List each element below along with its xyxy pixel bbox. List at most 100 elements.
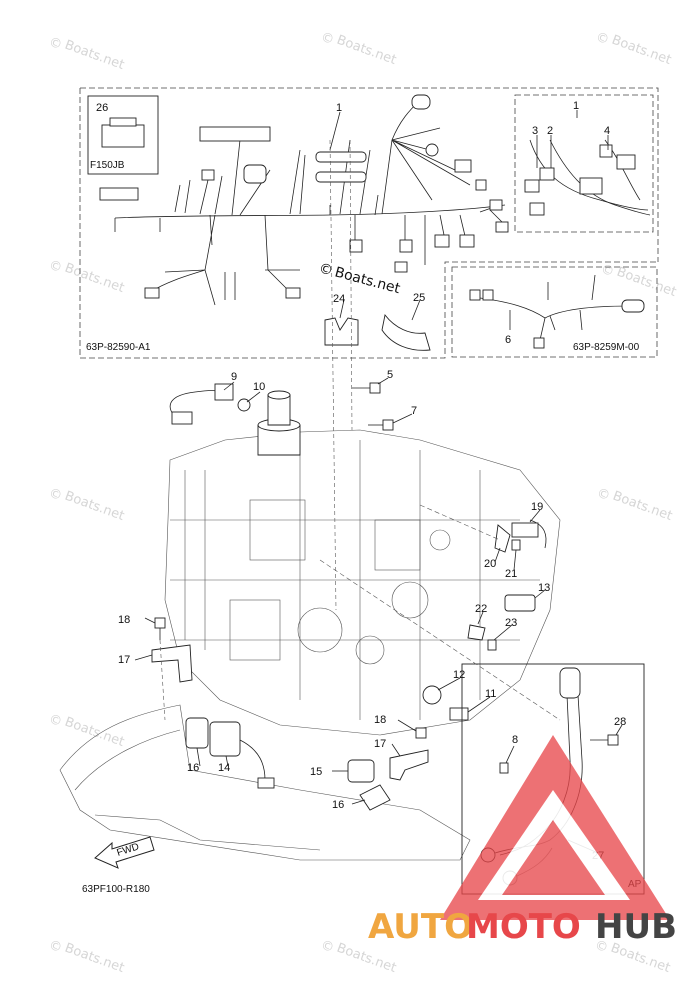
bracket-17-right	[389, 749, 429, 781]
watermark: ©	[594, 30, 611, 49]
part-label: 21	[505, 568, 517, 580]
sensor-connector	[475, 179, 487, 191]
bracket-20	[494, 524, 511, 553]
center-watermark-copyright: ©	[317, 260, 335, 279]
bracket-22	[467, 624, 486, 641]
figure-code: 63PF100-R180	[82, 884, 150, 895]
connector	[539, 167, 555, 181]
part-label: 6	[505, 334, 511, 346]
part-label: 16	[332, 799, 344, 811]
watermark: Boats.net	[63, 715, 127, 750]
part-label: 7	[411, 405, 417, 417]
harness-connector	[99, 187, 139, 201]
sub-harness-2	[469, 274, 645, 349]
part-label: 12	[453, 669, 465, 681]
bolt-23	[487, 639, 497, 651]
bolt-7	[382, 419, 394, 431]
connector	[616, 154, 636, 170]
part-label: 11	[485, 688, 496, 700]
ecu-connector	[199, 126, 271, 142]
engine-block	[59, 390, 561, 861]
sensor-11	[449, 707, 469, 721]
connector	[599, 144, 613, 158]
part-label: 26	[96, 102, 108, 114]
relay-14-plug	[257, 777, 275, 789]
watermark: ©	[47, 486, 64, 505]
connector	[482, 289, 494, 301]
sensor-9-body	[214, 383, 234, 401]
sensor-9-plug	[171, 411, 193, 425]
sensor-connector	[425, 143, 439, 157]
watermark: ©	[47, 258, 64, 277]
watermark: ©	[47, 938, 64, 957]
part-label: 10	[253, 381, 265, 393]
bolt-8	[499, 762, 509, 774]
watermark: ©	[319, 30, 336, 49]
sensor-connector	[243, 164, 267, 184]
sensor-13	[504, 594, 536, 612]
grommet-16	[185, 717, 209, 749]
watermark: Boats.net	[610, 33, 674, 68]
connector-26-shape	[101, 124, 145, 148]
sub-frame-2	[451, 266, 658, 358]
sensor-connector	[349, 239, 363, 253]
sensor-12	[422, 685, 442, 705]
bolt-18-right	[415, 727, 427, 739]
harness-main-code: 63P-82590-A1	[86, 342, 151, 353]
part-15	[347, 759, 375, 783]
sub-harness-1	[524, 139, 651, 216]
watermark: ©	[595, 486, 612, 505]
bolt-21	[511, 539, 521, 551]
injector-connector	[315, 171, 367, 183]
part-label: 16	[187, 762, 199, 774]
part-label: 14	[218, 762, 230, 774]
warning-triangle-logo	[440, 735, 670, 920]
part-label: 28	[614, 716, 626, 728]
main-frame-bottom	[79, 88, 658, 359]
part-label: 5	[387, 369, 393, 381]
part-label: 17	[118, 654, 130, 666]
connector	[524, 179, 540, 193]
sensor-connector	[144, 287, 160, 299]
injector-connector	[315, 151, 367, 163]
bolt-18	[154, 617, 166, 629]
parts-24-25	[324, 313, 431, 351]
part-label: 13	[538, 582, 550, 594]
part-label: 18	[118, 614, 130, 626]
watermark: Boats.net	[615, 265, 679, 300]
watermark: ©	[47, 712, 64, 731]
watermark: Boats.net	[63, 941, 127, 976]
part-label: 19	[531, 501, 543, 513]
connector	[469, 289, 481, 301]
alignment-lines	[159, 139, 561, 721]
sensor-connector	[201, 169, 215, 181]
part-label: 1	[573, 100, 579, 112]
part-label: 15	[310, 766, 322, 778]
connector	[529, 202, 545, 216]
harness-sub-code: 63P-8259M-00	[573, 342, 640, 353]
sensor-connector	[454, 159, 472, 173]
sub-frame-1	[514, 94, 654, 233]
sensor-connector	[489, 199, 503, 211]
bolt-5	[369, 382, 381, 394]
sensor-connector	[285, 287, 301, 299]
watermark: ©	[47, 35, 64, 54]
bracket-17	[151, 644, 193, 683]
part-label: 17	[374, 738, 386, 750]
main-frame-top	[80, 87, 659, 262]
part-label: 4	[604, 125, 610, 137]
part-label: 8	[512, 734, 518, 746]
watermark: Boats.net	[63, 38, 127, 73]
watermark: ©	[599, 262, 616, 281]
watermark: Boats.net	[63, 261, 127, 296]
part-label: 3	[532, 125, 538, 137]
main-harness	[99, 94, 509, 306]
watermark: ©	[319, 938, 336, 957]
part-label: 24	[333, 293, 345, 305]
grommet-16-right	[359, 784, 391, 811]
part-label: 9	[231, 371, 237, 383]
sensor-connector	[434, 234, 450, 248]
connector	[579, 177, 603, 195]
cable-boot	[559, 667, 581, 699]
